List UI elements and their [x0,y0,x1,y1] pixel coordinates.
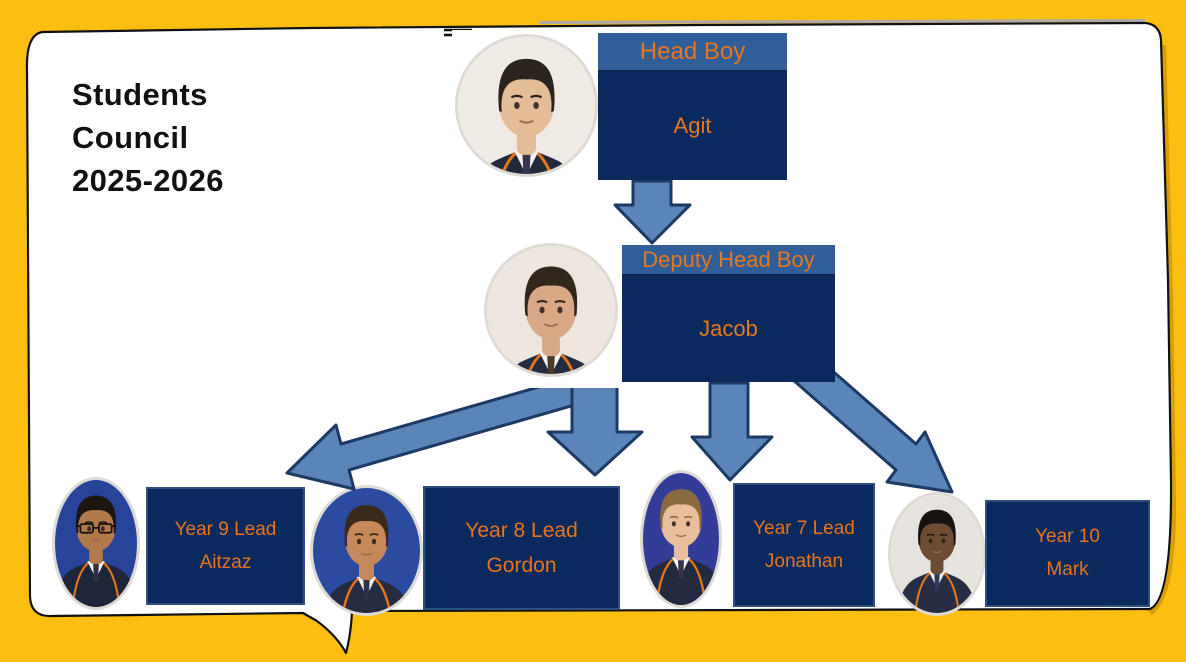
lead-name: Aitzaz [199,551,252,573]
lead-name: Jonathan [764,550,844,572]
deputy-role-band: Deputy Head Boy [622,245,835,276]
portrait-gordon [313,488,420,613]
portrait-aitzaz [55,480,137,607]
slide-title: Students Council 2025-2026 [72,77,224,198]
lead-name: Gordon [486,553,557,577]
deputy-name: Jacob [622,276,835,382]
lead-role: Year 10 [1035,526,1100,547]
portrait-jonathan [643,473,719,605]
portrait-mark [891,495,983,613]
head-boy-name: Agit [598,72,787,180]
bubble-edge-shadow [1148,44,1177,616]
head-boy-card: Head Boy Agit [598,33,787,180]
lead-role: Year 8 Lead [465,518,578,542]
portrait-jacob [487,246,615,374]
lead-card-year-7: Year 7 Lead Jonathan [733,483,875,607]
deputy-head-boy-card: Deputy Head Boy Jacob [622,245,835,382]
bubble-edge-highlight [539,19,1146,24]
lead-card-year-9: Year 9 Lead Aitzaz [146,487,305,605]
lead-name: Mark [1046,559,1089,580]
photo-frame-deputy [483,238,619,388]
portrait-agit [458,37,595,174]
lead-card-year-8: Year 8 Lead Gordon [423,486,620,610]
head-boy-role-band: Head Boy [598,33,787,72]
lead-role: Year 9 Lead [174,518,277,540]
lead-card-year-10: Year 10 Mark [985,500,1150,607]
photo-frame-head-boy [452,30,604,182]
lead-role: Year 7 Lead [753,517,855,539]
